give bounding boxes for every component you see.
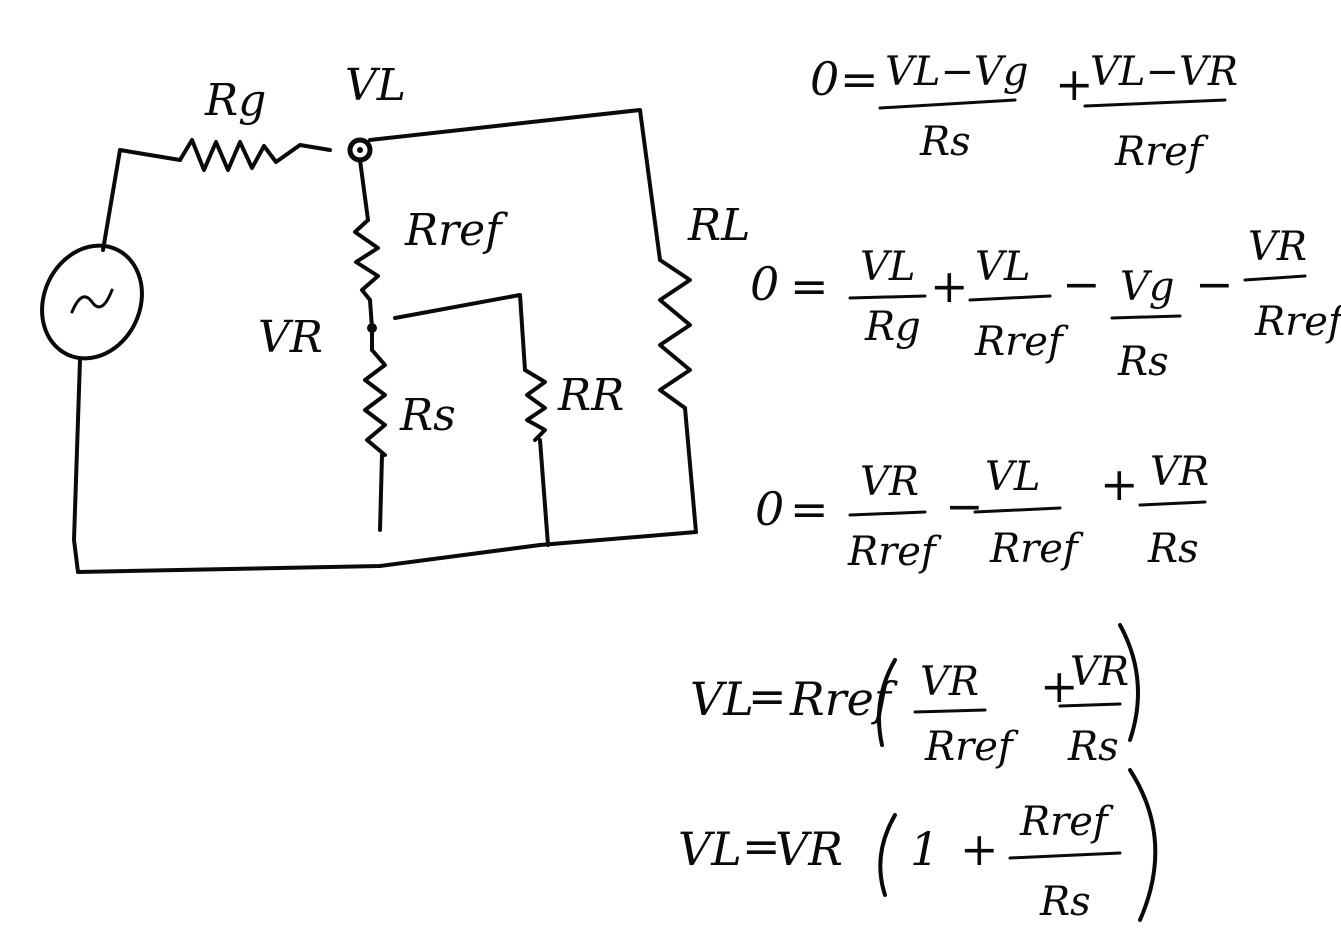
svg-text:=: = (748, 669, 787, 723)
label-vr: VR (258, 312, 323, 363)
label-rl: RL (687, 200, 750, 251)
svg-text:0: 0 (750, 257, 779, 311)
svg-text:Vg: Vg (1120, 264, 1175, 310)
svg-text:VR: VR (920, 659, 979, 705)
equation-5: VL = VR 1 + Rref Rs (678, 768, 1158, 925)
equation-1: 0 = VL−Vg Rs + VL−VR Rref (810, 49, 1238, 175)
svg-text:+: + (1100, 457, 1139, 511)
svg-text:1: 1 (910, 822, 939, 876)
label-rg: Rg (204, 75, 266, 126)
svg-text:Rs: Rs (919, 119, 971, 165)
svg-text:Rref: Rref (1254, 299, 1341, 345)
svg-text:Rref: Rref (924, 724, 1019, 770)
svg-text:=: = (790, 482, 829, 536)
resistor-rg (178, 138, 332, 172)
svg-text:Rref: Rref (847, 529, 942, 575)
svg-text:VL−Vg: VL−Vg (885, 49, 1028, 95)
label-rs: Rs (399, 390, 456, 441)
wire-top-right (368, 108, 662, 262)
svg-text:+: + (930, 259, 969, 313)
svg-text:0: 0 (810, 52, 839, 106)
svg-text:Rs: Rs (1067, 724, 1119, 770)
svg-text:Rref: Rref (974, 319, 1069, 365)
svg-text:0: 0 (755, 482, 784, 536)
svg-text:VR: VR (1070, 649, 1129, 695)
wire-vr-branch (393, 293, 527, 372)
resistor-rs (363, 348, 387, 457)
svg-text:VL−VR: VL−VR (1090, 49, 1238, 95)
svg-text:VL: VL (678, 822, 742, 876)
equation-2: 0 = VL Rg + VL Rref − Vg Rs − VR Rref (750, 224, 1341, 385)
svg-text:VR: VR (1248, 224, 1307, 270)
svg-text:=: = (742, 819, 781, 873)
svg-text:VR: VR (860, 459, 919, 505)
svg-text:Rg: Rg (864, 304, 921, 350)
svg-text:=: = (840, 52, 879, 106)
ac-source (40, 243, 144, 361)
svg-text:+: + (960, 822, 999, 876)
svg-text:−: − (945, 479, 984, 533)
svg-text:Rs: Rs (1117, 339, 1169, 385)
label-rref: Rref (404, 205, 508, 256)
svg-text:−: − (1062, 257, 1101, 311)
svg-text:Rref: Rref (989, 526, 1084, 572)
svg-text:Rref: Rref (1114, 129, 1209, 175)
resistor-rref (353, 218, 380, 302)
resistor-rl (658, 258, 692, 410)
circuit-diagram (40, 108, 698, 574)
svg-text:VR: VR (1150, 449, 1209, 495)
svg-text:−: − (1195, 257, 1234, 311)
svg-text:VL: VL (860, 244, 915, 290)
svg-text:VL: VL (690, 672, 754, 726)
svg-text:+: + (1055, 57, 1094, 111)
label-rr: RR (557, 370, 624, 421)
svg-text:VR: VR (775, 822, 843, 876)
svg-text:VL: VL (975, 244, 1030, 290)
svg-text:Rref: Rref (1019, 799, 1114, 845)
wire-left (72, 358, 698, 574)
svg-text:+: + (1040, 659, 1079, 713)
svg-text:=: = (790, 259, 829, 313)
label-vl: VL (345, 60, 406, 111)
svg-text:VL: VL (985, 454, 1040, 500)
resistor-rr (523, 368, 547, 442)
equation-4: VL = Rref VR Rref + VR Rs (690, 623, 1140, 770)
wire-top-left (101, 148, 182, 252)
circuit-labels: Rg VL Rref RL VR Rs RR (204, 60, 750, 441)
svg-text:Rs: Rs (1039, 879, 1091, 925)
equation-3: 0 = VR Rref − VL Rref + VR Rs (755, 449, 1209, 575)
svg-text:Rs: Rs (1147, 526, 1199, 572)
